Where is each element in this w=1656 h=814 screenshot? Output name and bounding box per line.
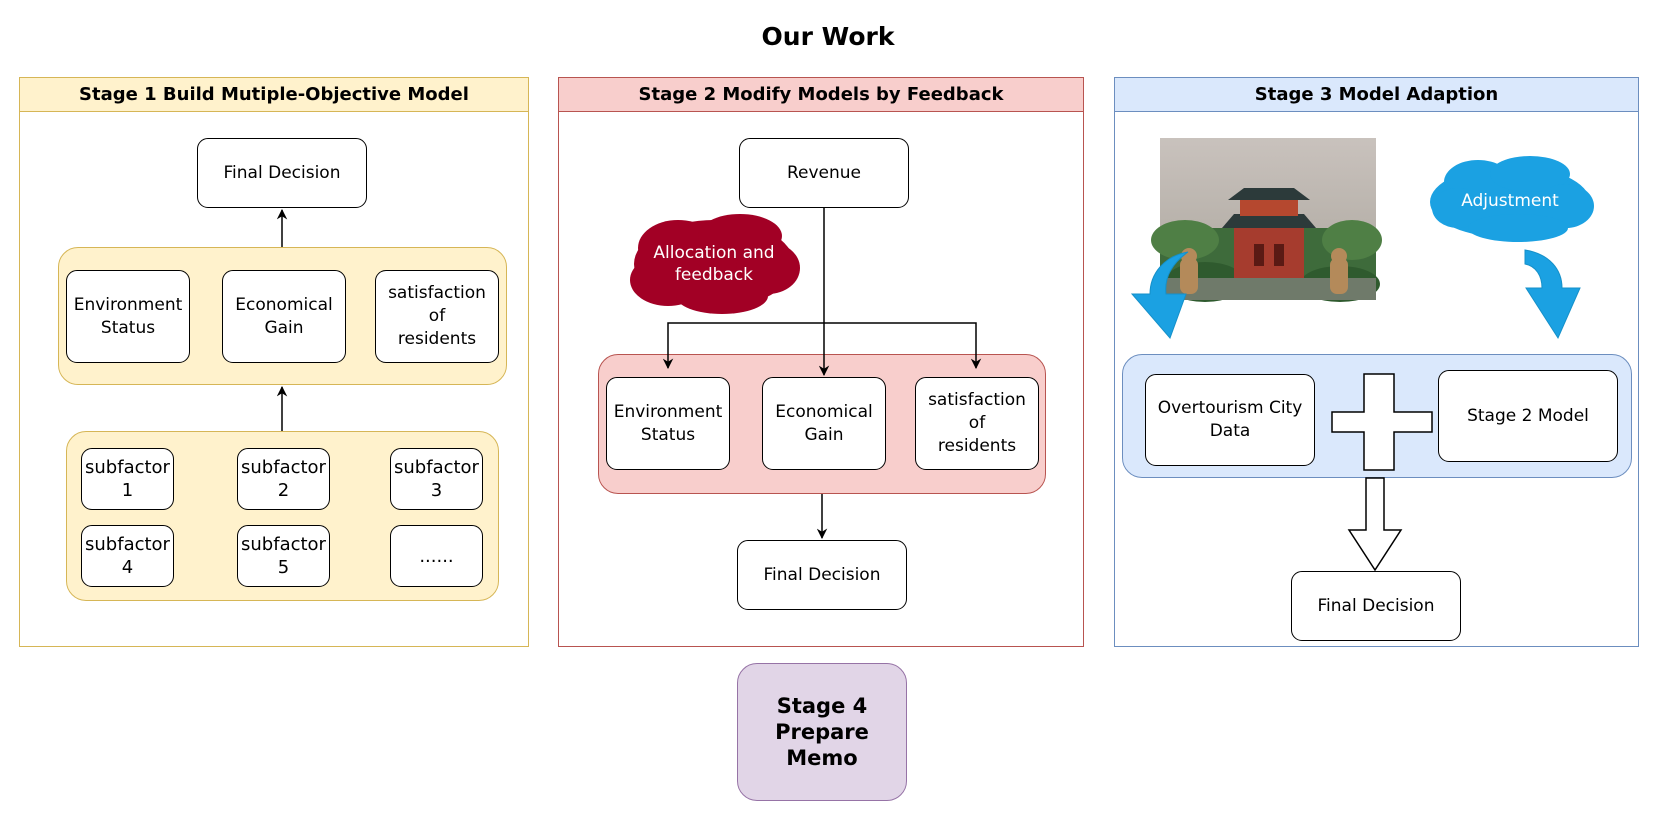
stage3-final-decision: Final Decision bbox=[1291, 571, 1461, 641]
stage2-environment-status: Environment Status bbox=[606, 377, 730, 470]
stage2-header: Stage 2 Modify Models by Feedback bbox=[559, 78, 1083, 112]
adjustment-label: Adjustment bbox=[1461, 191, 1559, 211]
stage1-header: Stage 1 Build Mutiple-Objective Model bbox=[20, 78, 528, 112]
stage1-satisfaction-of-residents: satisfaction of residents bbox=[375, 270, 499, 363]
stage1-panel: Stage 1 Build Mutiple-Objective Model bbox=[19, 77, 529, 647]
stage1-economical-gain: Economical Gain bbox=[222, 270, 346, 363]
diagram-title: Our Work bbox=[761, 22, 895, 51]
stage3-city-data: Overtourism City Data bbox=[1145, 374, 1315, 466]
stage2-revenue: Revenue bbox=[739, 138, 909, 208]
hollow-down-arrow bbox=[1347, 477, 1403, 572]
stage2-economical-gain: Economical Gain bbox=[762, 377, 886, 470]
plus-sign bbox=[1331, 373, 1433, 471]
stage2-panel: Stage 2 Modify Models by Feedback bbox=[558, 77, 1084, 647]
subfactor-1: subfactor 1 bbox=[81, 448, 174, 510]
subfactor-5: subfactor 5 bbox=[237, 525, 330, 587]
right-curved-blue-arrow bbox=[1524, 249, 1581, 340]
allocation-feedback-cloud bbox=[630, 214, 800, 314]
stage4-prepare-memo: Stage 4 Prepare Memo bbox=[737, 663, 907, 801]
stage2-final-decision: Final Decision bbox=[737, 540, 907, 610]
stage1-environment-status: Environment Status bbox=[66, 270, 190, 363]
allocation-feedback-label: Allocation and feedback bbox=[653, 243, 775, 285]
arrow-revenue-to-satisfaction bbox=[824, 322, 982, 370]
stage3-panel: Stage 3 Model Adaption bbox=[1114, 77, 1639, 647]
adjustment-cloud bbox=[1430, 156, 1594, 242]
stage2-satisfaction-of-residents: satisfaction of residents bbox=[915, 377, 1039, 470]
stage3-stage2-model: Stage 2 Model bbox=[1438, 370, 1618, 462]
subfactor-more: ...... bbox=[390, 525, 483, 587]
city-tower-photo bbox=[1151, 138, 1382, 302]
stage3-header: Stage 3 Model Adaption bbox=[1115, 78, 1638, 112]
subfactor-3: subfactor 3 bbox=[390, 448, 483, 510]
stage1-final-decision: Final Decision bbox=[197, 138, 367, 208]
left-curved-blue-arrow bbox=[1130, 251, 1189, 339]
subfactor-2: subfactor 2 bbox=[237, 448, 330, 510]
subfactor-4: subfactor 4 bbox=[81, 525, 174, 587]
arrow-revenue-to-environment bbox=[662, 322, 824, 370]
